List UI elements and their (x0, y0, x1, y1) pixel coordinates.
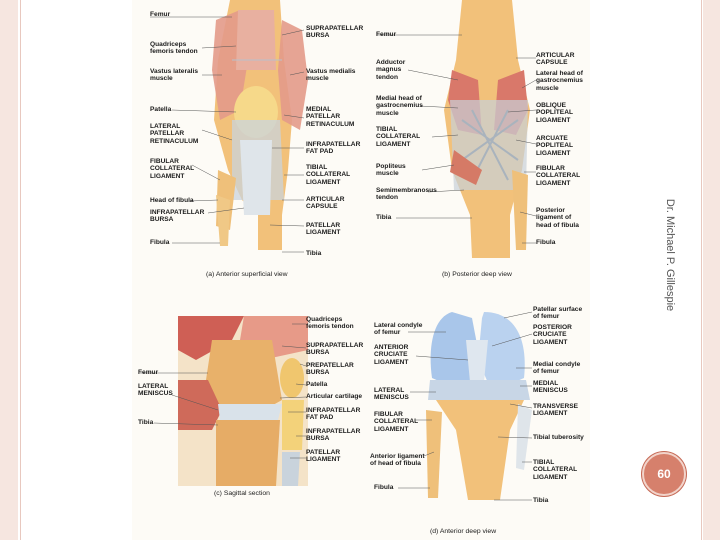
label-transverse-ligament: TRANSVERSE LIGAMENT (533, 403, 579, 418)
label-femur-a: Femur (150, 11, 171, 18)
caption-panel-c: (c) Sagittal section (214, 490, 270, 497)
label-popliteus: Popliteus muscle (376, 163, 406, 178)
label-tibia-b: Tibia (376, 214, 392, 221)
label-vastus-lateralis: Vastus lateralis muscle (150, 68, 199, 83)
label-adductor-magnus: Adductor magnus tendon (376, 59, 406, 81)
slide-frame-right-rule (701, 0, 702, 540)
caption-panel-a: (a) Anterior superficial view (206, 271, 288, 278)
label-articular-capsule-a: ARTICULAR CAPSULE (306, 196, 345, 211)
caption-panel-b: (b) Posterior deep view (442, 271, 512, 278)
label-medial-patellar-retinaculum: MEDIAL PATELLAR RETINACULUM (306, 106, 355, 128)
label-patellar-surface: Patellar surface of femur (533, 306, 583, 321)
label-infrapatellar-bursa-c: INFRAPATELLAR BURSA (306, 428, 361, 443)
label-tibial-collateral-a: TIBIAL COLLATERAL LIGAMENT (306, 164, 351, 186)
label-tibia-c: Tibia (138, 419, 154, 426)
label-patella-c: Patella (306, 381, 328, 388)
label-tibial-tuberosity: Tibial tuberosity (533, 434, 584, 441)
label-fibular-collateral-d: FIBULAR COLLATERAL LIGAMENT (374, 411, 419, 433)
sagittal-section-illustration (140, 316, 308, 486)
label-fibula-a: Fibula (150, 239, 170, 246)
page-number-badge: 60 (642, 452, 686, 496)
anterior-superficial-illustration (150, 0, 308, 253)
posterior-deep-illustration (377, 0, 537, 258)
slide-frame-left-rule (20, 0, 21, 540)
label-fibula-d: Fibula (374, 484, 394, 491)
label-anterior-cruciate: ANTERIOR CRUCIATE LIGAMENT (374, 344, 409, 366)
label-tibia-a: Tibia (306, 250, 322, 257)
label-tibia-d: Tibia (533, 497, 549, 504)
label-femur-c: Femur (138, 369, 159, 376)
label-lateral-meniscus-c: LATERAL MENISCUS (138, 383, 173, 398)
label-tibial-collateral-b: TIBIAL COLLATERAL LIGAMENT (376, 126, 421, 148)
label-tibial-collateral-d: TIBIAL COLLATERAL LIGAMENT (533, 459, 578, 481)
label-fibular-collateral-a: FIBULAR COLLATERAL LIGAMENT (150, 158, 195, 180)
label-patella-a: Patella (150, 106, 172, 113)
label-patellar-ligament-c: PATELLAR LIGAMENT (306, 449, 341, 464)
label-quadriceps-tendon-a: Quadriceps femoris tendon (150, 41, 198, 56)
label-posterior-ligament-fibula: Posterior ligament of head of fibula (536, 207, 579, 229)
label-lateral-patellar-retinaculum: LATERAL PATELLAR RETINACULUM (150, 123, 199, 145)
label-fibula-b: Fibula (536, 239, 556, 246)
page-number: 60 (657, 467, 671, 481)
label-quadriceps-tendon-c: Quadriceps femoris tendon (306, 316, 354, 331)
author-credit: Dr. Michael P. Gillespie (655, 190, 685, 320)
anterior-deep-illustration (398, 311, 533, 501)
author-name: Dr. Michael P. Gillespie (664, 198, 676, 312)
label-articular-cartilage: Articular cartilage (306, 393, 363, 400)
caption-panel-d: (d) Anterior deep view (430, 528, 497, 535)
label-suprapatellar-bursa-c: SUPRAPATELLAR BURSA (306, 342, 364, 357)
label-suprapatellar-bursa-a: SUPRAPATELLAR BURSA (306, 25, 364, 40)
label-articular-capsule-b: ARTICULAR CAPSULE (536, 52, 575, 67)
label-femur-b: Femur (376, 31, 397, 38)
knee-anatomy-figure: Femur Quadriceps femoris tendon Vastus l… (132, 0, 590, 540)
label-lateral-gastrocnemius: Lateral head of gastrocnemius muscle (536, 70, 583, 92)
label-lateral-meniscus-d: LATERAL MENISCUS (374, 387, 409, 402)
label-infrapatellar-bursa-a: INFRAPATELLAR BURSA (150, 209, 205, 224)
label-patellar-ligament-a: PATELLAR LIGAMENT (306, 222, 341, 237)
label-medial-meniscus: MEDIAL MENISCUS (533, 380, 568, 395)
label-semimembranosus: Semimembranosus tendon (376, 187, 437, 202)
label-head-of-fibula: Head of fibula (150, 197, 194, 204)
label-prepatellar-bursa: PREPATELLAR BURSA (306, 362, 354, 377)
label-oblique-popliteal: OBLIQUE POPLITEAL LIGAMENT (536, 102, 573, 124)
label-lateral-condyle: Lateral condyle of femur (374, 322, 423, 337)
label-medial-gastrocnemius: Medial head of gastrocnemius muscle (376, 95, 423, 117)
knee-illustrations (140, 0, 537, 501)
label-vastus-medialis: Vastus medialis muscle (306, 68, 356, 83)
label-arcuate-popliteal: ARCUATE POPLITEAL LIGAMENT (536, 135, 573, 157)
label-fibular-collateral-b: FIBULAR COLLATERAL LIGAMENT (536, 165, 581, 187)
label-infrapatellar-fat-pad-a: INFRAPATELLAR FAT PAD (306, 141, 361, 156)
label-medial-condyle: Medial condyle of femur (533, 361, 581, 376)
slide-frame-left (0, 0, 18, 540)
label-infrapatellar-fat-pad-c: INFRAPATELLAR FAT PAD (306, 407, 361, 422)
slide-frame-right (703, 0, 720, 540)
label-anterior-ligament-fibula: Anterior ligament of head of fibula (370, 453, 425, 468)
label-posterior-cruciate: POSTERIOR CRUCIATE LIGAMENT (533, 324, 572, 346)
